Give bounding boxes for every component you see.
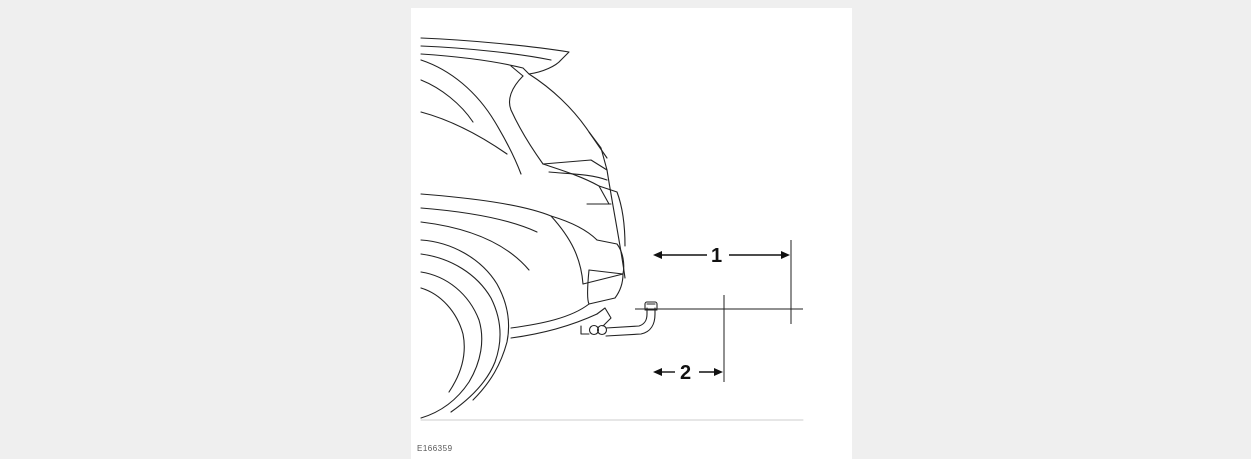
diagram-panel: 1 2 E166359 — [411, 8, 852, 459]
callout-1: 1 — [711, 245, 722, 267]
roof-spoiler — [420, 37, 570, 77]
dimension-2-arrows — [653, 368, 723, 376]
tow-bar — [580, 301, 658, 337]
rear-bumper — [510, 239, 625, 339]
dimension-lines — [635, 240, 803, 382]
vehicle-tow-bar-diagram: 1 2 — [420, 37, 804, 421]
side-window — [420, 59, 522, 175]
tail-light — [542, 163, 626, 247]
tailgate-outline — [508, 73, 626, 279]
dimension-1-arrows — [653, 251, 790, 259]
wheel — [420, 239, 510, 419]
figure-reference: E166359 — [417, 444, 453, 453]
body-side — [420, 193, 598, 285]
callout-2: 2 — [680, 362, 691, 384]
